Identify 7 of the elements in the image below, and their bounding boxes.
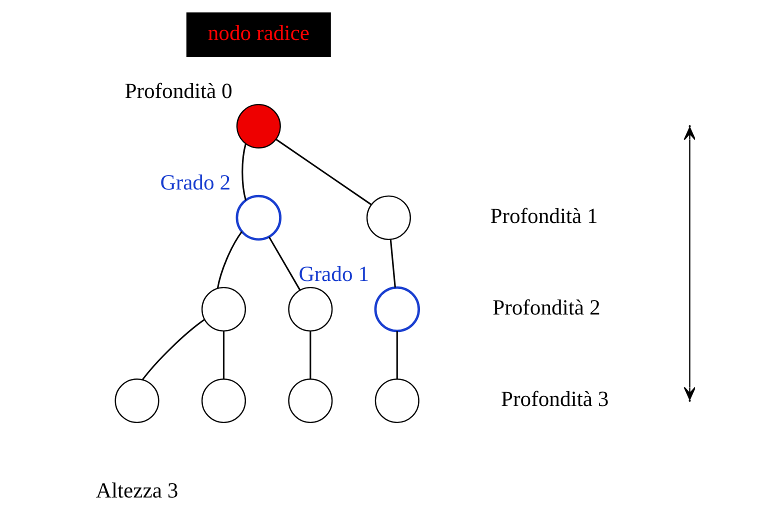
- node-label: Grado 2: [160, 170, 231, 194]
- label: Altezza 3: [96, 478, 178, 503]
- node-label: Profondità 0: [124, 78, 232, 103]
- label: Profondità 1: [490, 204, 598, 228]
- label: Profondità 3: [501, 387, 609, 412]
- node-label: Grado 1: [298, 262, 370, 286]
- label: Profondità 2: [492, 296, 600, 320]
